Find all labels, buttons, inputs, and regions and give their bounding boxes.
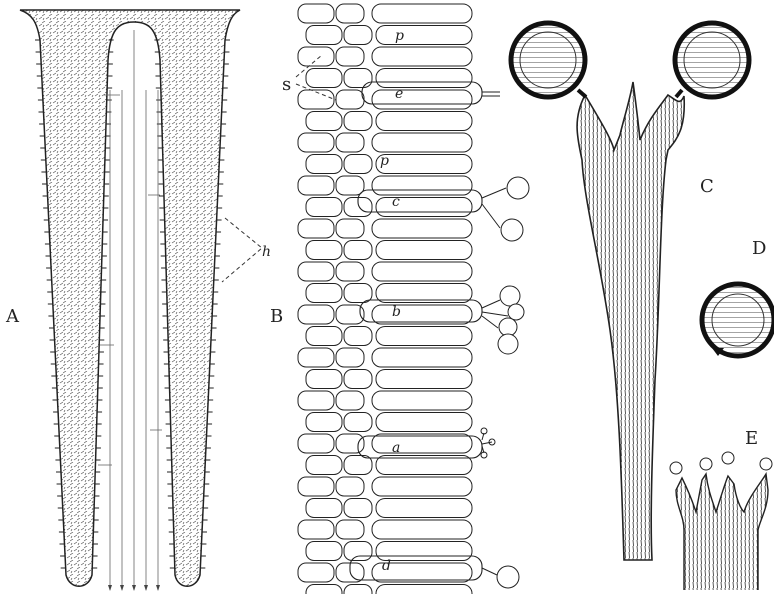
annotation-p-upper: p bbox=[395, 28, 404, 44]
annotation-d: d bbox=[382, 558, 391, 574]
annotation-p-lower: p bbox=[380, 153, 389, 169]
panel-e-label: E bbox=[745, 428, 758, 449]
panel-e-basidium-tip bbox=[670, 452, 772, 590]
annotation-a: a bbox=[392, 440, 400, 456]
hymenium-annotation-h: h bbox=[262, 244, 271, 260]
panel-d-label: D bbox=[752, 238, 766, 259]
annotation-b: b bbox=[392, 304, 401, 320]
panel-c-label: C bbox=[700, 176, 714, 197]
panel-b-cell-section bbox=[296, 4, 529, 594]
annotation-e: e bbox=[395, 86, 403, 102]
panel-d-spore bbox=[702, 284, 774, 356]
panel-b-label: B bbox=[270, 306, 283, 327]
panel-a-gill-section bbox=[20, 10, 262, 591]
annotation-s: s bbox=[282, 74, 291, 95]
annotation-c: c bbox=[392, 194, 400, 210]
panel-a-label: A bbox=[5, 306, 20, 327]
